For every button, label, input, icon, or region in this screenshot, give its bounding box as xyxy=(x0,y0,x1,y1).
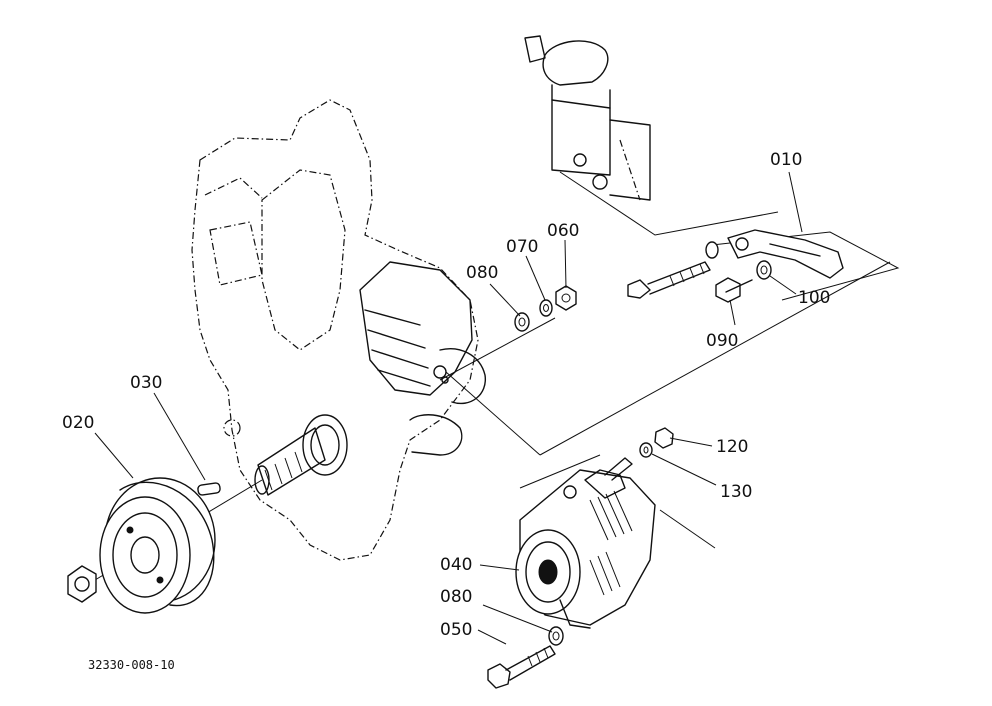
water-pump-housing xyxy=(359,261,486,456)
fan-drive-pulley xyxy=(99,477,216,614)
pulley-nut xyxy=(67,565,97,603)
label-050: 050 xyxy=(440,620,472,640)
alternator xyxy=(515,457,656,629)
assembly-leader-box-lower xyxy=(519,261,891,549)
label-130: 130 xyxy=(720,482,752,502)
washer-080-lower xyxy=(548,626,564,646)
bolt-050 xyxy=(487,645,556,689)
label-070: 070 xyxy=(506,237,538,257)
bolt-090 xyxy=(715,277,753,303)
washer-080-upper xyxy=(514,312,530,332)
leader-lines xyxy=(94,171,803,645)
washer-130 xyxy=(639,442,653,458)
label-090: 090 xyxy=(706,331,738,351)
washer-100 xyxy=(756,260,772,280)
label-010: 010 xyxy=(770,150,802,170)
label-080-lower: 080 xyxy=(440,587,472,607)
label-030: 030 xyxy=(130,373,162,393)
drawing-code: 32330-008-10 xyxy=(88,658,175,672)
bracket-bolt xyxy=(627,261,711,299)
label-040: 040 xyxy=(440,555,472,575)
axis-line-mid xyxy=(439,317,556,381)
key-030 xyxy=(197,482,221,496)
gear-case-outline xyxy=(191,99,479,561)
label-100: 100 xyxy=(798,288,830,308)
nut-120 xyxy=(654,427,674,449)
label-120: 120 xyxy=(716,437,748,457)
crankshaft-stub xyxy=(254,414,348,496)
thermostat-housing xyxy=(524,35,651,201)
axis-line-upper xyxy=(445,371,541,456)
label-020: 020 xyxy=(62,413,94,433)
bracket-washer xyxy=(705,241,719,259)
spring-washer-070 xyxy=(539,299,553,317)
nut-060 xyxy=(555,285,577,311)
adjusting-bracket xyxy=(727,229,844,279)
label-080-upper: 080 xyxy=(466,263,498,283)
label-060: 060 xyxy=(547,221,579,241)
